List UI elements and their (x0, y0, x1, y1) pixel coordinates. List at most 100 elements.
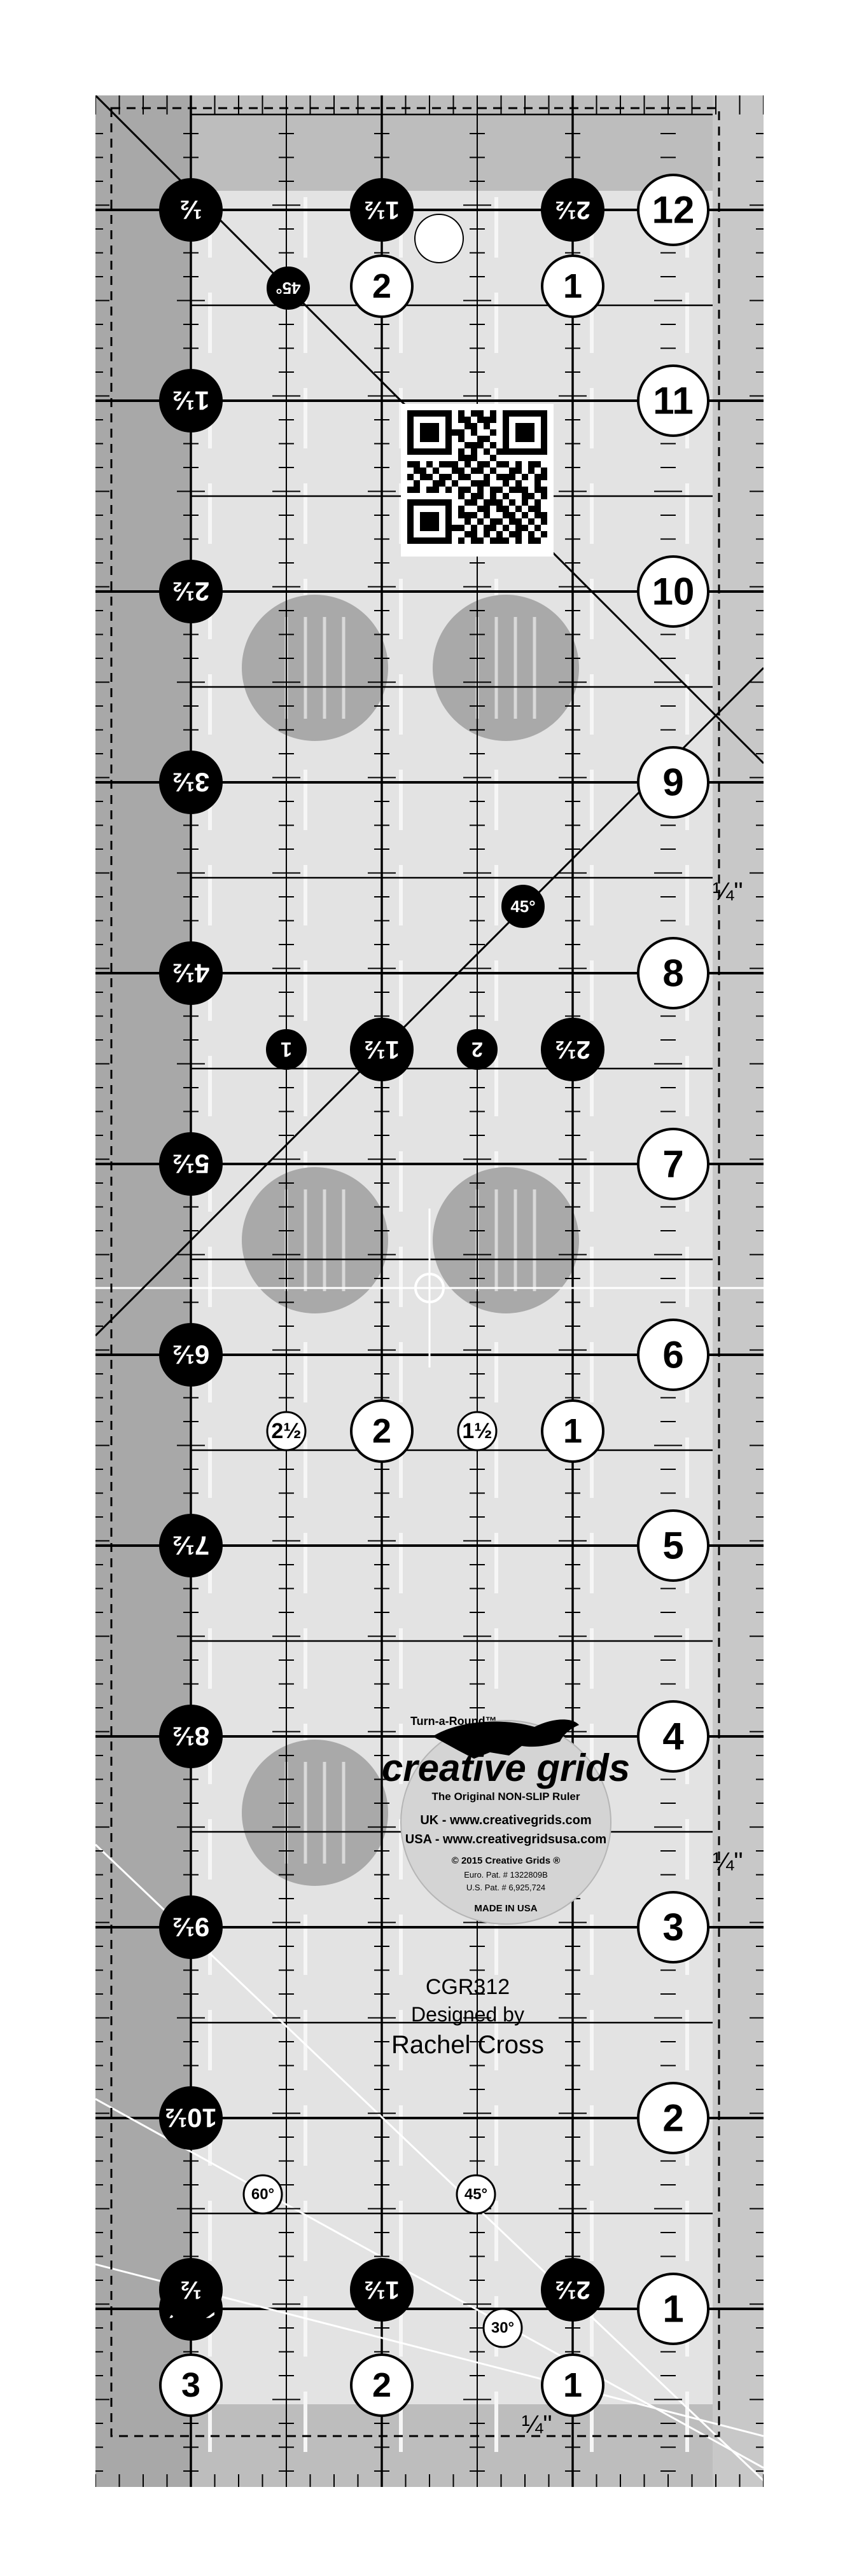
quarter-inch-label: ¼" (713, 1848, 743, 1876)
inch-number-7: 7 (637, 1128, 709, 1200)
left-inch-label: 2½ (159, 560, 223, 623)
width-label-middle-text: 2½ (555, 1035, 590, 1063)
left-inch-label: 8½ (159, 1705, 223, 1768)
width-label-bottom-black-text: 1½ (364, 2276, 400, 2304)
inch-number-9: 9 (637, 746, 709, 819)
center-crosshair (407, 1266, 452, 1310)
width-label-lower-text: 1 (563, 1412, 582, 1450)
hang-hole (414, 214, 464, 263)
logo-made-in: MADE IN USA (474, 1903, 537, 1914)
width-label-top: 1½ (350, 178, 414, 242)
left-inch-label-text: 4½ (172, 959, 209, 988)
left-inch-label: 10½ (159, 2086, 223, 2150)
left-inch-label-text: 1½ (172, 386, 209, 416)
left-inch-label: 5½ (159, 1132, 223, 1196)
inch-number-7-text: 7 (662, 1143, 683, 1186)
width-label-second: 2 (350, 254, 414, 318)
angle-label-45-diagonal-text: 45° (510, 897, 535, 916)
width-label-top: 2½ (541, 178, 604, 242)
inch-number-4: 4 (637, 1700, 709, 1773)
greyhound-logo-icon (433, 1719, 579, 1759)
width-label-bottom-black: ½ (159, 2258, 223, 2322)
inch-number-5: 5 (637, 1509, 709, 1582)
angle-label-30: 30° (482, 2308, 523, 2348)
width-label-middle-text: 1½ (364, 1035, 400, 1063)
inch-number-11-text: 11 (653, 380, 693, 422)
left-inch-label: 3½ (159, 751, 223, 814)
width-label-bottom-black-text: ½ (180, 2276, 201, 2304)
quarter-inch-dashed-line (110, 107, 720, 2437)
left-inch-label-text: 10½ (165, 2103, 217, 2133)
inch-number-12-text: 12 (652, 189, 695, 232)
grip-dot (242, 1740, 388, 1886)
angle-label-30-text: 30° (491, 2320, 514, 2337)
width-label-middle-text: 2 (471, 1038, 483, 1061)
grip-dot (433, 595, 579, 741)
white-stripes (208, 197, 689, 2452)
designed-by: Designed by (411, 2003, 524, 2026)
logo-euro-patent: Euro. Pat. # 1322809B (464, 1870, 548, 1880)
logo-usa-site: USA - www.creativegridsusa.com (405, 1832, 606, 1846)
grip-dot (242, 1167, 388, 1313)
model-number: CGR312 (426, 1975, 510, 1999)
grip-dot (433, 1167, 579, 1313)
width-label-middle-text: 1 (281, 1038, 292, 1061)
width-label-middle: 2½ (541, 1018, 604, 1081)
inch-number-6-text: 6 (662, 1334, 683, 1376)
width-label-bottom-black: 1½ (350, 2258, 414, 2322)
quarter-inch-label: ¼" (713, 878, 743, 906)
width-label-bottom-black: 2½ (541, 2258, 604, 2322)
width-label-bottom: 3 (159, 2353, 223, 2417)
width-label-top-text: 2½ (555, 196, 590, 224)
width-label-lower-outline-text: 2½ (271, 1419, 301, 1443)
width-label-bottom-black-text: 2½ (555, 2276, 590, 2304)
width-label-bottom-text: 3 (181, 2366, 200, 2404)
qr-code (401, 404, 554, 557)
left-inch-label-text: ½ (179, 195, 202, 225)
left-inch-label-text: 6½ (172, 1340, 209, 1370)
width-label-lower-outline: 2½ (266, 1411, 307, 1451)
inch-number-2: 2 (637, 2082, 709, 2154)
left-inch-label-text: 3½ (172, 768, 209, 798)
designer-name: Rachel Cross (391, 2031, 544, 2059)
width-label-lower-outline: 1½ (457, 1411, 498, 1451)
diagonal-white-2 (95, 2098, 764, 2469)
width-label-second-text: 1 (563, 267, 582, 305)
angle-label-45-top: 45° (267, 267, 310, 310)
inch-number-3-text: 3 (662, 1906, 683, 1949)
width-label-lower: 2 (350, 1399, 414, 1463)
width-label-middle: 1½ (350, 1018, 414, 1081)
logo-us-patent: U.S. Pat. # 6,925,724 (466, 1883, 545, 1892)
width-label-middle: 1 (266, 1029, 307, 1070)
angle-label-45-bottom-text: 45° (464, 2186, 487, 2203)
grip-dot (242, 595, 388, 741)
inch-number-3: 3 (637, 1891, 709, 1963)
angle-label-45-diagonal: 45° (501, 885, 545, 928)
width-label-lower-text: 2 (372, 1412, 391, 1450)
left-inch-label-text: 2½ (172, 577, 209, 607)
width-label-lower-outline-text: 1½ (462, 1419, 492, 1443)
inch-number-10: 10 (637, 555, 709, 628)
ruler-right-band (713, 95, 764, 2487)
inch-number-8: 8 (637, 937, 709, 1009)
left-inch-label-text: 8½ (172, 1722, 209, 1752)
angle-label-45-bottom: 45° (456, 2174, 496, 2215)
width-label-second-text: 2 (372, 267, 391, 305)
inch-number-12: 12 (637, 174, 709, 246)
inch-number-9-text: 9 (662, 761, 683, 804)
inch-number-1: 1 (637, 2273, 709, 2345)
logo-brand-line: The Original NON-SLIP Ruler (432, 1790, 580, 1803)
angle-label-45-top-text: 45° (276, 279, 300, 298)
left-inch-label: 4½ (159, 941, 223, 1005)
width-label-bottom-text: 2 (372, 2366, 391, 2404)
left-inch-label: ½ (159, 178, 223, 242)
width-label-bottom: 2 (350, 2353, 414, 2417)
logo-uk-site: UK - www.creativegrids.com (420, 1813, 591, 1827)
logo-brand: creative grids (382, 1747, 630, 1789)
left-inch-label: 9½ (159, 1895, 223, 1959)
left-inch-label: 7½ (159, 1514, 223, 1577)
left-inch-label: 6½ (159, 1323, 223, 1387)
width-label-lower: 1 (541, 1399, 604, 1463)
inch-number-5-text: 5 (662, 1525, 683, 1567)
